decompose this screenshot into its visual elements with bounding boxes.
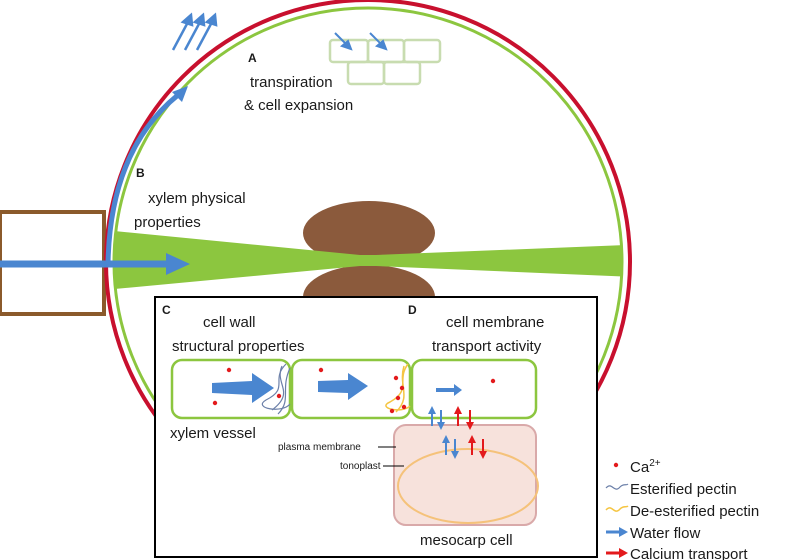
surface-cells — [328, 38, 442, 86]
legend-esterified-label: Esterified pectin — [630, 481, 737, 498]
label-mesocarp-cell: mesocarp cell — [420, 532, 513, 549]
label-membrane-1: cell membrane — [446, 314, 544, 331]
legend-calcium-label: Calcium transport — [630, 546, 748, 560]
label-a: A — [248, 51, 257, 65]
xylem-cell-3 — [410, 358, 538, 420]
transport-arrows-upper — [428, 406, 474, 430]
legend-ca-dot — [613, 462, 619, 468]
label-xylem-1: xylem physical — [148, 190, 246, 207]
legend-water-label: Water flow — [630, 525, 700, 542]
label-plasma-membrane: plasma membrane — [278, 442, 361, 453]
legend-deesterified-swatch — [605, 505, 629, 512]
cell-water-arrows — [212, 373, 462, 403]
label-xylem-vessel: xylem vessel — [170, 425, 256, 442]
label-membrane-2: transport activity — [432, 338, 542, 355]
label-tonoplast: tonoplast — [340, 461, 381, 472]
label-xylem-2: properties — [134, 214, 201, 231]
main-water-flow-arrow — [0, 86, 190, 275]
transpiration-arrows — [171, 12, 218, 51]
legend-deesterified-label: De-esterified pectin — [630, 503, 759, 520]
tonoplast-vacuole — [397, 448, 539, 524]
xylem-cell-1 — [170, 358, 292, 420]
vascular-bundle — [113, 230, 623, 290]
label-transpiration-2: & cell expansion — [244, 97, 353, 114]
label-cellwall-2: structural properties — [172, 338, 305, 355]
xylem-cell-2 — [290, 358, 412, 420]
label-cellwall-1: cell wall — [203, 314, 256, 331]
label-d: D — [408, 303, 417, 317]
surface-water-arrows — [334, 32, 388, 51]
legend-ca-label: Ca2+ — [630, 458, 661, 476]
transport-arrows-lower — [442, 435, 487, 459]
label-b: B — [136, 166, 145, 180]
esterified-pectin — [262, 363, 291, 415]
label-transpiration-1: transpiration — [250, 74, 333, 91]
deesterified-pectin — [385, 363, 411, 413]
legend: Ca2+ Esterified pectin De-esterified pec… — [605, 458, 759, 560]
legend-esterified-swatch — [605, 483, 629, 490]
label-c: C — [162, 303, 171, 317]
seed-top — [303, 201, 435, 265]
